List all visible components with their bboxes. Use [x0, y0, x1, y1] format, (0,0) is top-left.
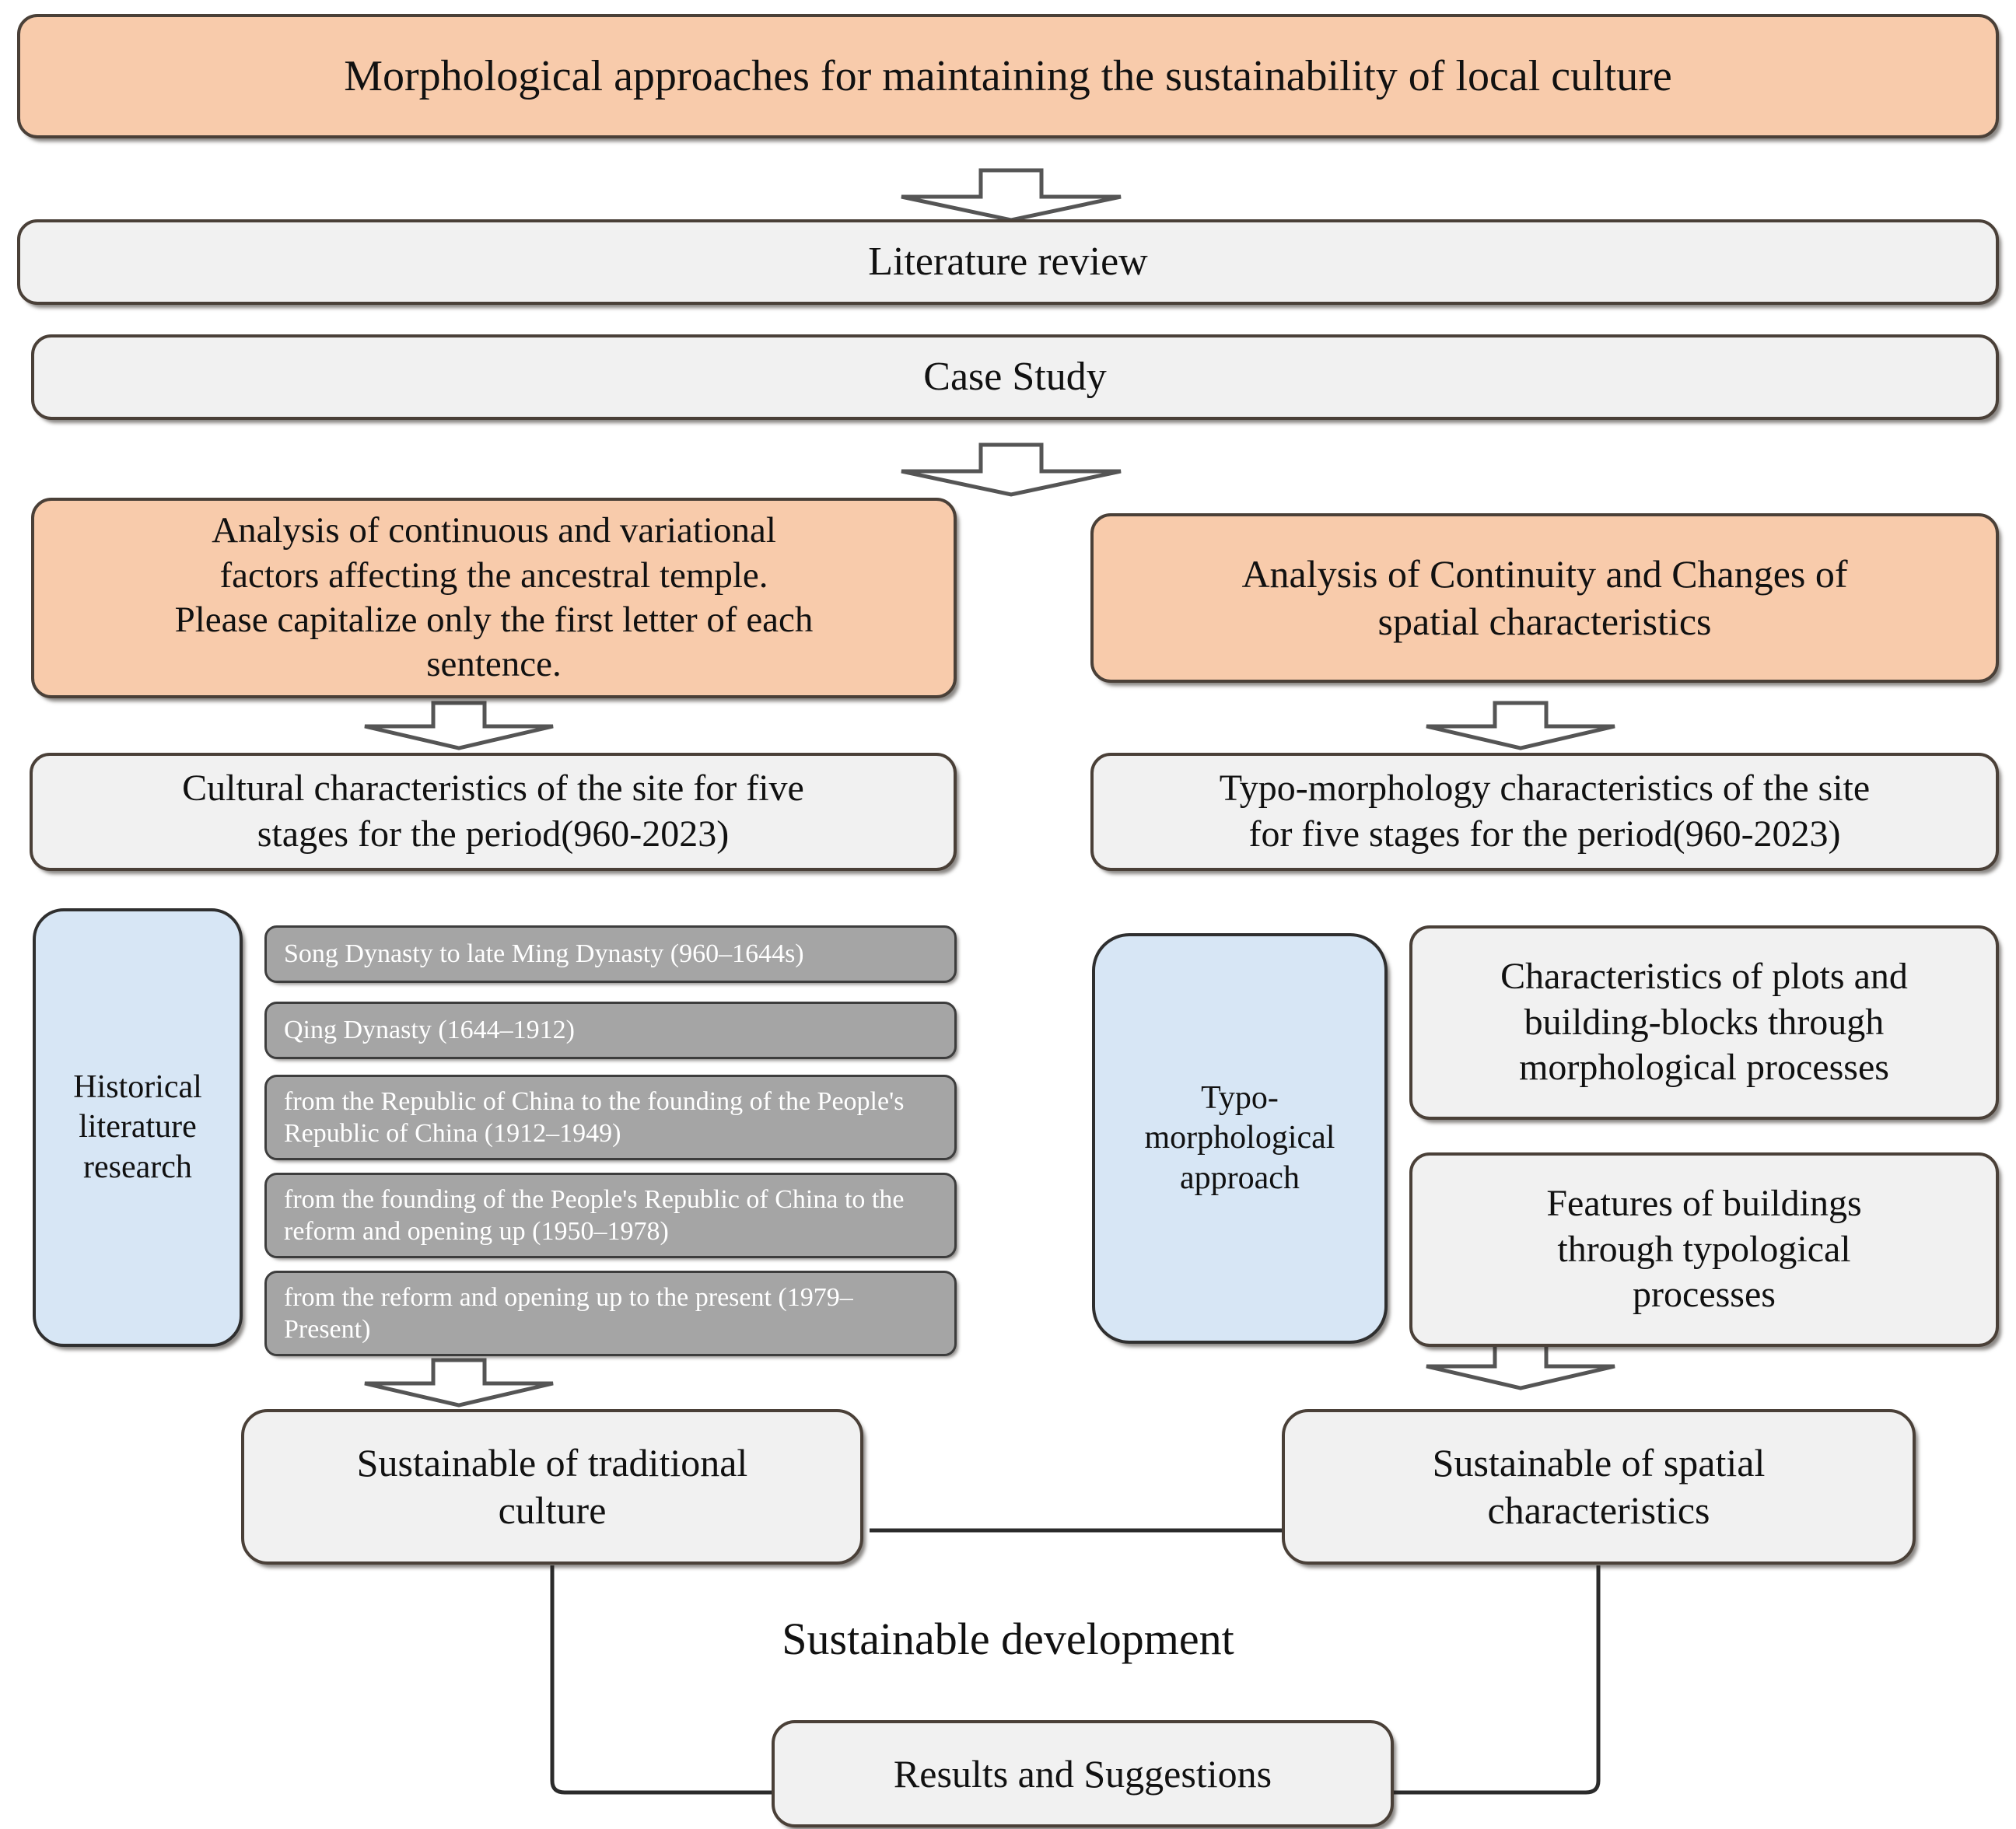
- right-characteristics-box[interactable]: Typo-morphology characteristics of the s…: [1090, 753, 1999, 871]
- results-and-suggestions-box[interactable]: Results and Suggestions: [772, 1720, 1394, 1827]
- stage-5-text: from the reform and opening up to the pr…: [284, 1282, 853, 1344]
- results-and-suggestions-text: Results and Suggestions: [893, 1751, 1272, 1796]
- historical-literature-research-box[interactable]: Historical literature research: [33, 908, 243, 1347]
- right-analysis-text: Analysis of Continuity and Changes of sp…: [1241, 552, 1848, 643]
- literature-review-text: Literature review: [868, 240, 1148, 285]
- stage-box-3[interactable]: from the Republic of China to the foundi…: [264, 1075, 957, 1160]
- stage-box-2[interactable]: Qing Dynasty (1644–1912): [264, 1002, 957, 1059]
- literature-review-box[interactable]: Literature review: [17, 219, 1999, 305]
- stage-2-text: Qing Dynasty (1644–1912): [284, 1016, 575, 1045]
- title-box[interactable]: Morphological approaches for maintaining…: [17, 14, 1999, 138]
- typo-morphological-approach-text: Typo- morphological approach: [1144, 1080, 1335, 1196]
- title-text: Morphological approaches for maintaining…: [344, 51, 1672, 100]
- historical-literature-research-text: Historical literature research: [73, 1069, 202, 1185]
- arrow-down-title-to-literature: [901, 168, 1122, 222]
- left-analysis-text: Analysis of continuous and variational f…: [174, 510, 814, 685]
- sustainable-development-label: Sustainable development: [0, 1613, 2016, 1665]
- sustainable-spatial-characteristics-text: Sustainable of spatial characteristics: [1432, 1441, 1766, 1532]
- left-characteristics-box[interactable]: Cultural characteristics of the site for…: [30, 753, 957, 871]
- arrow-down-left-analysis: [364, 701, 554, 750]
- stage-box-5[interactable]: from the reform and opening up to the pr…: [264, 1271, 957, 1356]
- arrow-down-right-to-outcome: [1426, 1341, 1615, 1390]
- stage-box-1[interactable]: Song Dynasty to late Ming Dynasty (960–1…: [264, 925, 957, 983]
- arrow-down-left-to-outcome: [364, 1358, 554, 1408]
- case-study-text: Case Study: [923, 355, 1107, 400]
- typo-morphological-approach-box[interactable]: Typo- morphological approach: [1092, 933, 1388, 1344]
- case-study-box[interactable]: Case Study: [31, 334, 1999, 420]
- right-result-1-text: Characteristics of plots and building-bl…: [1500, 956, 1908, 1089]
- stage-box-4[interactable]: from the founding of the People's Republ…: [264, 1173, 957, 1258]
- arrow-down-case-to-analysis: [901, 442, 1122, 497]
- sustainable-traditional-culture-box[interactable]: Sustainable of traditional culture: [241, 1409, 863, 1565]
- arrow-down-right-analysis: [1426, 701, 1615, 750]
- stage-4-text: from the founding of the People's Republ…: [284, 1184, 905, 1246]
- sustainable-development-text: Sustainable development: [782, 1614, 1234, 1664]
- sustainable-spatial-characteristics-box[interactable]: Sustainable of spatial characteristics: [1282, 1409, 1916, 1565]
- right-analysis-box[interactable]: Analysis of Continuity and Changes of sp…: [1090, 513, 1999, 683]
- sustainable-traditional-culture-text: Sustainable of traditional culture: [356, 1441, 748, 1532]
- right-result-2-text: Features of buildings through typologica…: [1546, 1183, 1862, 1316]
- stage-1-text: Song Dynasty to late Ming Dynasty (960–1…: [284, 939, 804, 969]
- left-analysis-box[interactable]: Analysis of continuous and variational f…: [31, 498, 957, 698]
- left-characteristics-text: Cultural characteristics of the site for…: [182, 768, 804, 855]
- right-result-box-2[interactable]: Features of buildings through typologica…: [1409, 1152, 1999, 1347]
- right-result-box-1[interactable]: Characteristics of plots and building-bl…: [1409, 925, 1999, 1120]
- right-characteristics-text: Typo-morphology characteristics of the s…: [1219, 768, 1871, 855]
- stage-3-text: from the Republic of China to the foundi…: [284, 1086, 905, 1148]
